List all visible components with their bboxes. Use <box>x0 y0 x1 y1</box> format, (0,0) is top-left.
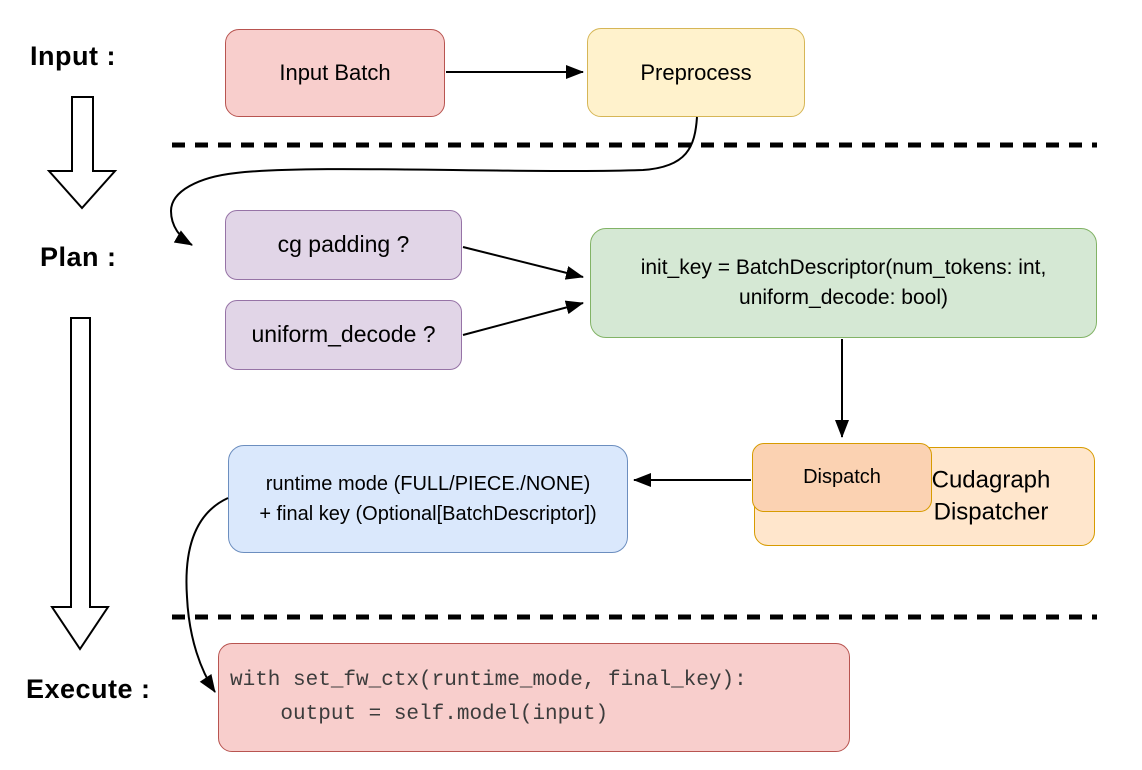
stage-label-execute: Execute : <box>26 674 151 704</box>
node-dispatch: Dispatch <box>752 443 932 512</box>
node-preprocess: Preprocess <box>587 28 805 117</box>
node-cg-padding: cg padding ? <box>225 210 462 280</box>
node-cudagraph-dispatcher-label: Cudagraph Dispatcher <box>896 464 1086 529</box>
node-init-key-line2: uniform_decode: bool) <box>739 286 948 309</box>
node-input-batch-label: Input Batch <box>279 60 391 86</box>
node-dispatch-label: Dispatch <box>803 466 881 488</box>
stage-label-input: Input : <box>30 41 116 71</box>
node-runtime-mode-line2: + final key (Optional[BatchDescriptor]) <box>259 503 597 525</box>
code-line-2: output = self.model(input) <box>230 702 609 726</box>
node-init-key-line1: init_key = BatchDescriptor(num_tokens: i… <box>640 255 1047 279</box>
cudagraph-label-line2: Dispatcher <box>933 498 1049 526</box>
code-line-1: with set_fw_ctx(runtime_mode, final_key)… <box>230 669 747 693</box>
cudagraph-label-line1: Cudagraph <box>931 466 1051 494</box>
node-uniform-decode: uniform_decode ? <box>225 300 462 370</box>
node-init-key: init_key = BatchDescriptor(num_tokens: i… <box>590 228 1097 338</box>
node-execute-code: with set_fw_ctx(runtime_mode, final_key)… <box>218 643 850 752</box>
node-cg-padding-label: cg padding ? <box>277 231 410 258</box>
node-uniform-decode-label: uniform_decode ? <box>251 321 436 348</box>
node-runtime-mode-line1: runtime mode (FULL/PIECE./NONE) <box>265 473 591 495</box>
node-input-batch: Input Batch <box>225 29 445 117</box>
node-preprocess-label: Preprocess <box>640 59 752 85</box>
node-runtime-mode: runtime mode (FULL/PIECE./NONE) + final … <box>228 445 628 553</box>
stage-label-plan: Plan : <box>40 242 117 272</box>
